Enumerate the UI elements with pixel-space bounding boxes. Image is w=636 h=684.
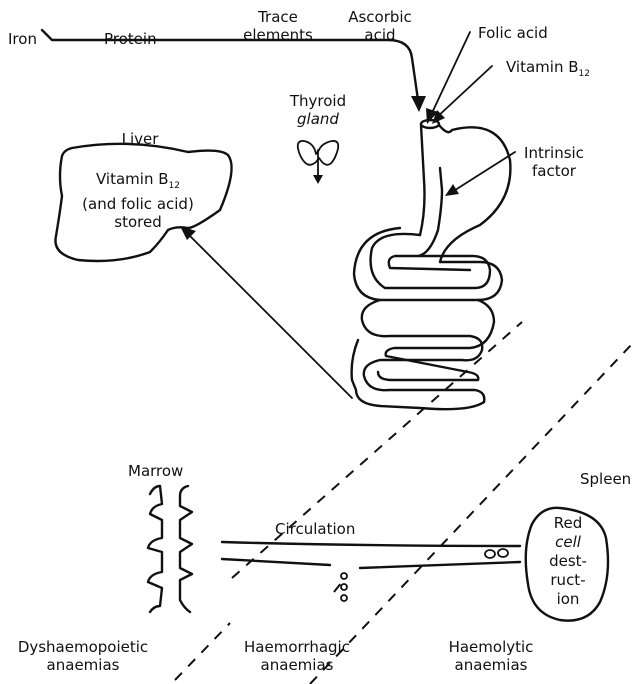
label-ascorbic-line1: Ascorbic <box>340 8 420 26</box>
label-protein: Protein <box>104 30 157 48</box>
label-liver-line3: stored <box>58 213 218 231</box>
label-trace-line2: elements <box>238 26 318 44</box>
label-liver-line1: Vitamin B12 <box>58 170 218 195</box>
label-circulation: Circulation <box>275 520 355 538</box>
label-spleen-line1: Red <box>528 514 608 533</box>
label-haemorrhagic-line1: Haemorrhagic <box>232 638 362 656</box>
thyroid-gland-drawing <box>298 141 339 184</box>
label-liver-vitamin: Vitamin B <box>96 170 169 188</box>
label-iron: Iron <box>8 30 37 48</box>
label-liver: Liver <box>100 130 180 148</box>
folic-acid-arrow <box>431 32 470 115</box>
label-haemorrhagic-anaemias: Haemorrhagic anaemias <box>232 638 362 674</box>
label-thyroid-line2: gland <box>276 110 360 128</box>
label-spleen-line3: dest- <box>528 552 608 571</box>
label-dyshaemopoietic-anaemias: Dyshaemopoietic anaemias <box>8 638 158 674</box>
label-ascorbic-line2: acid <box>340 26 420 44</box>
label-vitamin-b12-subscript: 12 <box>579 69 590 79</box>
label-marrow: Marrow <box>128 462 183 480</box>
label-dys-line1: Dyshaemopoietic <box>8 638 158 656</box>
label-spleen: Spleen <box>580 470 631 488</box>
label-intrinsic-factor: Intrinsic factor <box>516 144 592 180</box>
label-trace-elements: Trace elements <box>238 8 318 44</box>
label-haemorrhagic-line2: anaemias <box>232 656 362 674</box>
label-haemolytic-line1: Haemolytic <box>436 638 546 656</box>
label-liver-line2: (and folic acid) <box>58 195 218 213</box>
label-spleen-contents: Red cell dest- ruct- ion <box>528 514 608 609</box>
label-folic-acid: Folic acid <box>478 24 548 42</box>
intestine-drawing <box>352 228 502 409</box>
vitamin-b12-arrow <box>436 66 492 118</box>
label-trace-line1: Trace <box>238 8 318 26</box>
intrinsic-factor-arrow <box>452 152 515 192</box>
label-liver-subscript: 12 <box>169 181 180 191</box>
label-spleen-line2: cell <box>528 533 608 552</box>
label-haemolytic-line2: anaemias <box>436 656 546 674</box>
label-spleen-line4: ruct- <box>528 571 608 590</box>
label-thyroid-line1: Thyroid <box>276 92 360 110</box>
intrinsic-factor-arrowhead <box>445 184 459 196</box>
label-dys-line2: anaemias <box>8 656 158 674</box>
stomach-drawing <box>418 120 510 262</box>
label-vitamin-b12-text: Vitamin B <box>506 58 579 76</box>
divider-lower-left <box>175 623 230 680</box>
label-ascorbic-acid: Ascorbic acid <box>340 8 420 44</box>
label-liver-storage: Vitamin B12 (and folic acid) stored <box>58 170 218 231</box>
label-thyroid-gland: Thyroid gland <box>276 92 360 128</box>
circulation-vessel <box>222 542 520 601</box>
label-intrinsic-line1: Intrinsic <box>516 144 592 162</box>
label-intrinsic-line2: factor <box>516 162 592 180</box>
marrow-drawing <box>148 486 192 612</box>
label-spleen-line5: ion <box>528 590 608 609</box>
label-haemolytic-anaemias: Haemolytic anaemias <box>436 638 546 674</box>
intake-arrowhead <box>411 96 426 112</box>
label-vitamin-b12: Vitamin B12 <box>506 58 590 83</box>
intestine-to-liver-arrow <box>186 232 352 398</box>
